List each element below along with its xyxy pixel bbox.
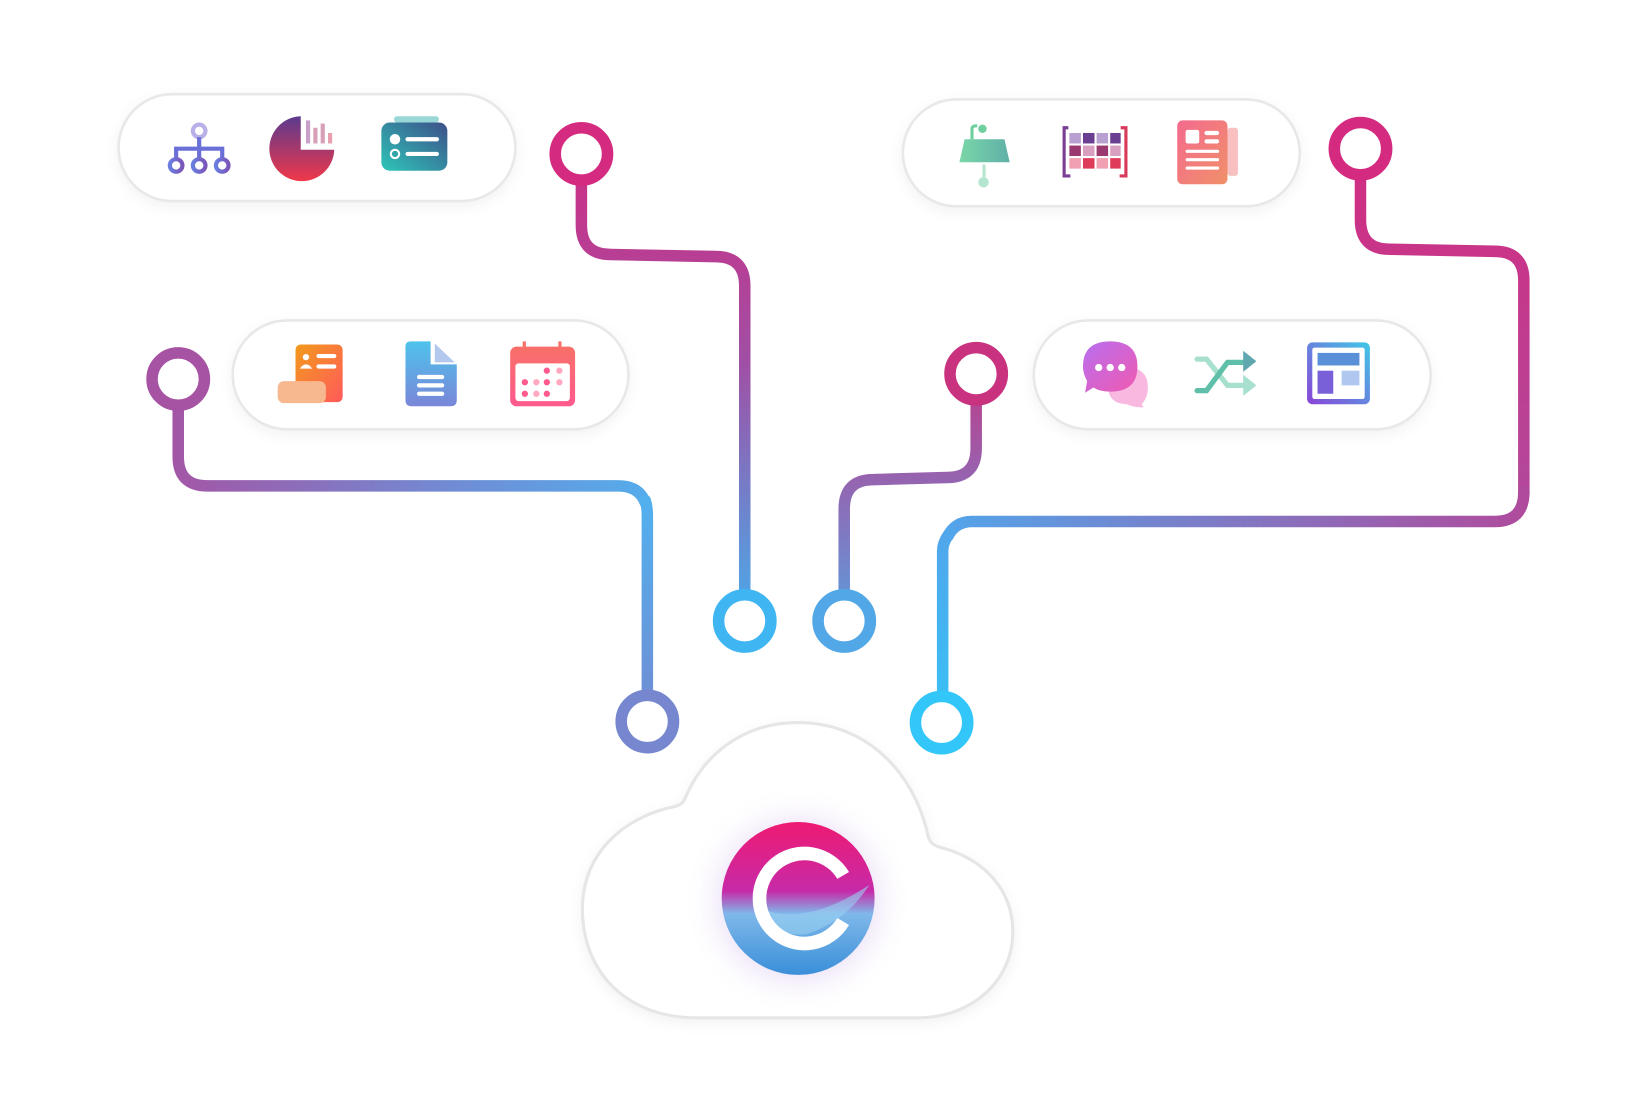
grid-calendar-icon	[1062, 126, 1128, 178]
app-group-2	[231, 319, 630, 431]
connector-ring	[615, 689, 680, 754]
pie-chart-icon	[269, 116, 335, 182]
connector-ring	[812, 589, 877, 653]
contact-card-icon	[381, 116, 448, 171]
cloud	[580, 720, 1015, 1020]
connector-ring	[712, 589, 777, 653]
wires	[172, 169, 1530, 703]
connector-ring	[549, 121, 614, 186]
connector-rings	[146, 116, 1393, 755]
wire-2	[172, 399, 652, 509]
connector-ring	[944, 341, 1009, 406]
layout-icon	[1307, 342, 1370, 405]
app-group-3	[901, 98, 1302, 208]
app-group-1	[117, 92, 517, 203]
wire-1	[575, 174, 751, 601]
wire-2-vertical	[639, 494, 654, 702]
wire-3	[838, 394, 982, 601]
app-group-4	[1032, 319, 1432, 431]
connector-ring	[146, 347, 211, 412]
newspaper-icon	[1177, 120, 1238, 185]
wire-4-horizontal	[942, 486, 1530, 542]
connector-ring	[909, 690, 974, 755]
document-icon	[405, 341, 457, 407]
wire-4-vertical	[936, 528, 955, 703]
calendar-icon	[510, 341, 576, 407]
org-chart-icon	[167, 122, 231, 174]
resume-scroll-icon	[277, 344, 343, 404]
connector-ring	[1328, 116, 1393, 181]
kanban-hanger-icon	[959, 124, 1010, 188]
wire-4	[1354, 169, 1530, 501]
chat-bubbles-icon	[1082, 341, 1148, 408]
logo-c-icon	[682, 785, 914, 1016]
shuffle-icon	[1194, 350, 1257, 396]
